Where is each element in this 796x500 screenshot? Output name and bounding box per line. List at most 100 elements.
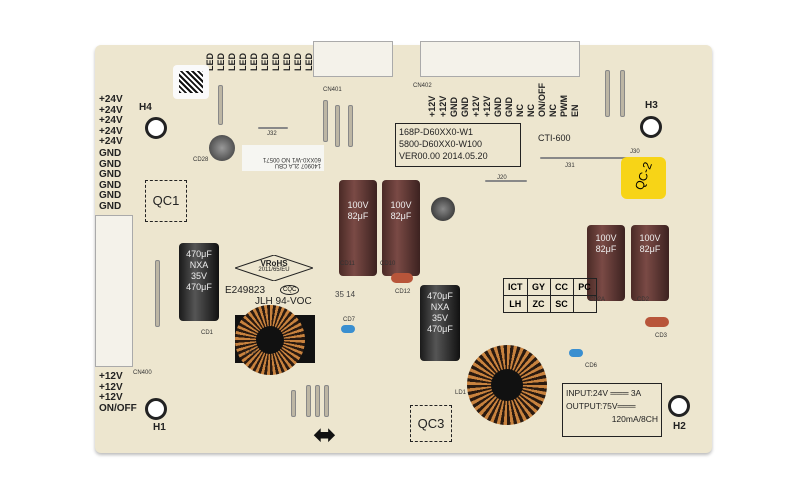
pin-label: GND (99, 158, 122, 170)
led-label: LED (293, 53, 303, 71)
led-label: LED (282, 53, 292, 71)
connector-cn400 (95, 215, 133, 367)
sticker-line: 60XX0-W1 NO 00571 (262, 156, 321, 162)
model-line: 168P-D60XX0-W1 (399, 127, 474, 137)
datamatrix-barcode (173, 65, 209, 99)
pin-label: +24V (99, 94, 123, 105)
jumper-j32 (258, 127, 288, 129)
cap-marking: 470μF (427, 324, 453, 334)
jumper (315, 385, 320, 417)
output-current: 120mA/8CH (611, 414, 658, 424)
mounting-hole-h1 (145, 398, 167, 420)
led-label: LED (238, 53, 248, 71)
model-line: VER00.00 2014.05.20 (399, 151, 488, 161)
cap-marking: 470μF (186, 282, 212, 292)
ld2-label: LD2 (245, 350, 257, 356)
pin-label: GND (449, 97, 459, 117)
cap-marking: NXA (430, 302, 450, 312)
cd7-label: CD7 (343, 317, 356, 323)
jumper (605, 70, 610, 117)
qc3-box: QC3 (410, 405, 452, 442)
cap-marking: 100V (390, 200, 412, 210)
cd2-label: CD2 (637, 297, 650, 303)
cd10-label: CD10 (380, 261, 396, 267)
jumper (306, 385, 311, 417)
pin-label: ON/OFF (99, 402, 137, 414)
pin-label: +12V (482, 95, 492, 117)
capacitor-cd3 (645, 317, 669, 327)
cap-marking: 470μF (427, 291, 453, 301)
pin-label: +24V (99, 115, 123, 126)
h4-label: H4 (139, 102, 152, 113)
cap-marking: 82μF (595, 244, 617, 254)
model-line: 5800-D60XX0-W100 (399, 139, 483, 149)
h2-label: H2 (673, 421, 686, 432)
cd12-label: CD12 (395, 289, 411, 295)
rohs-title: VRoHS (260, 259, 288, 268)
mounting-hole-h2 (668, 395, 690, 417)
pin-label: EN (570, 104, 580, 117)
qc-cell: SC (549, 295, 574, 313)
rohs-diamond (235, 255, 313, 281)
cd28-label: CD28 (193, 157, 209, 163)
jumper-j20 (485, 180, 527, 182)
cap-marking: 100V (595, 233, 617, 243)
capacitor-cd28 (209, 135, 235, 161)
cd2a-label: CD2A (589, 297, 606, 303)
mounting-hole-h4 (145, 117, 167, 139)
cap-marking: 35V (431, 313, 448, 323)
cap-marking: 35V (190, 271, 207, 281)
qc1-box: QC1 (145, 180, 187, 222)
sticker-line: 140907 2LA CBU (274, 162, 321, 168)
connector-cn401 (313, 41, 393, 77)
h1-label: H1 (153, 422, 166, 433)
mounting-hole-h3 (640, 116, 662, 138)
qc-cell: ICT (503, 278, 528, 296)
led-label: LED (216, 53, 226, 71)
led-label: LED (249, 53, 259, 71)
jumper (620, 70, 625, 117)
pin-label: +24V (99, 136, 123, 147)
cap-marking: NXA (189, 260, 209, 270)
qc3-label: QC3 (417, 416, 445, 431)
cn402-label: CN402 (413, 83, 432, 89)
cd1-label: CD1 (201, 330, 214, 336)
cqc-mark: CQC (280, 285, 300, 295)
led-label: LED (260, 53, 270, 71)
pin-label: GND (99, 169, 122, 180)
qc2-label: QC-2 (632, 160, 655, 192)
pin-label: GND (460, 97, 470, 117)
rohs-mark: VRoHS 2011/65/EU (235, 255, 313, 281)
cd6-label: CD6 (585, 363, 598, 369)
inductor-ld1 (467, 345, 547, 425)
pin-label: NC (548, 104, 558, 117)
qc1-label: QC1 (152, 193, 180, 208)
pin-label: +12V (99, 381, 123, 393)
qc-cell: LH (503, 295, 528, 313)
pin-label: GND (99, 190, 122, 201)
led-label: LED (227, 53, 237, 71)
cap-marking: 82μF (390, 211, 412, 221)
pin-label: +24V (99, 104, 123, 116)
cd3-label: CD3 (655, 333, 668, 339)
cn400-label: CN400 (133, 370, 152, 376)
pin-label: +24V (99, 125, 123, 137)
j20-label: J20 (497, 175, 507, 181)
jumper (324, 385, 329, 417)
inductor-ld2 (235, 305, 305, 375)
pin-label: NC (515, 104, 525, 117)
pin-label: GND (99, 179, 122, 191)
pin-label: +12V (471, 95, 481, 117)
cap-marking: 100V (639, 233, 661, 243)
cap-marking: 100V (347, 200, 369, 210)
